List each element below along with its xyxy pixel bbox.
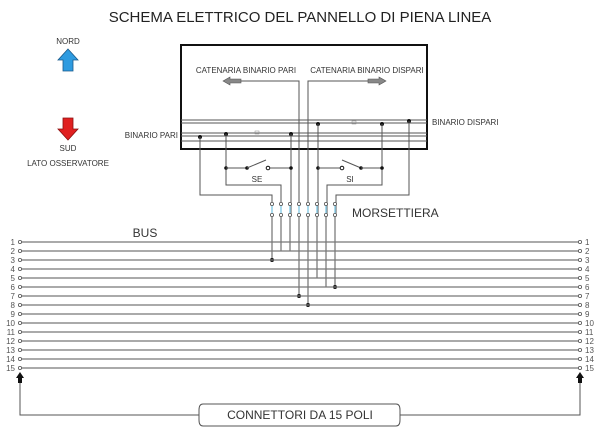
bus-terminal: [17, 284, 22, 289]
switch-si: [341, 159, 362, 169]
bus-number-left: 7: [11, 292, 16, 301]
bus-number-left: 11: [7, 328, 16, 337]
bus-label: BUS: [133, 226, 158, 240]
catenary-even-label: CATENARIA BINARIO PARI: [196, 66, 296, 75]
terminal-block: [269, 201, 337, 217]
bus-terminal: [17, 248, 22, 253]
bus-number-left: 8: [11, 301, 16, 310]
bus-number-right: 10: [585, 319, 594, 328]
bus-number-left: 1: [11, 238, 16, 247]
bus-terminal: [17, 365, 22, 370]
bus-terminal: [578, 302, 583, 307]
bus-number-right: 4: [585, 265, 590, 274]
bus-number-left: 15: [6, 364, 15, 373]
bus-terminal: [17, 266, 22, 271]
south-label: SUD: [60, 144, 77, 153]
bus-terminal: [578, 347, 583, 352]
bus-number-right: 2: [585, 247, 590, 256]
bus-number-right: 14: [585, 355, 594, 364]
bus-terminal: [17, 257, 22, 262]
bus-terminal: [578, 311, 583, 316]
switch-si-label: SI: [346, 175, 354, 184]
bus-terminal: [17, 275, 22, 280]
bus-terminal: [578, 257, 583, 262]
terminal-block-label: MORSETTIERA: [352, 206, 439, 220]
bus-number-left: 5: [11, 274, 16, 283]
bus-terminal: [17, 311, 22, 316]
bus-number-left: 3: [11, 256, 16, 265]
bus-terminal: [17, 356, 22, 361]
diagram-title: SCHEMA ELETTRICO DEL PANNELLO DI PIENA L…: [109, 9, 492, 26]
panel-box: [180, 44, 428, 150]
bus-terminal: [578, 266, 583, 271]
track-even-label: BINARIO PARI: [125, 131, 178, 140]
bus-terminal: [17, 239, 22, 244]
bus-terminal: [17, 320, 22, 325]
bus-number-right: 3: [585, 256, 590, 265]
bus-terminal: [17, 347, 22, 352]
bus-number-left: 4: [11, 265, 16, 274]
bus-terminal: [578, 248, 583, 253]
bus-number-right: 15: [585, 364, 594, 373]
catenary-odd-label: CATENARIA BINARIO DISPARI: [310, 66, 424, 75]
bus-terminal: [17, 338, 22, 343]
bus-terminal: [17, 293, 22, 298]
switch-se: [246, 159, 267, 169]
bus-number-left: 10: [6, 319, 15, 328]
bus-terminal: [578, 293, 583, 298]
connector-right-arrow-icon: [576, 372, 584, 383]
track-odd-label: BINARIO DISPARI: [432, 118, 499, 127]
connector-label-box: [198, 403, 401, 427]
connector-label: CONNETTORI DA 15 POLI: [227, 408, 373, 422]
north-label: NORD: [56, 37, 80, 46]
bus-number-left: 12: [6, 337, 15, 346]
bus-terminal: [578, 284, 583, 289]
bus-number-right: 11: [585, 328, 594, 337]
bus-number-right: 13: [585, 346, 594, 355]
bus-terminal: [578, 338, 583, 343]
bus-number-right: 12: [585, 337, 594, 346]
bus-terminal: [578, 329, 583, 334]
north-arrow-icon: [57, 48, 79, 72]
bus-number-left: 9: [11, 310, 16, 319]
bus-number-left: 2: [11, 247, 16, 256]
bus-number-left: 14: [6, 355, 15, 364]
bus-number-left: 13: [6, 346, 15, 355]
south-arrow-icon: [57, 117, 79, 141]
bus-number-right: 8: [585, 301, 590, 310]
switch-se-label: SE: [252, 175, 263, 184]
connector-left-arrow-icon: [16, 372, 24, 383]
bus-terminal: [17, 302, 22, 307]
bus-terminal: [17, 329, 22, 334]
bus-number-left: 6: [11, 283, 16, 292]
bus-number-right: 1: [585, 238, 590, 247]
bus-number-right: 5: [585, 274, 590, 283]
bus-terminal: [578, 239, 583, 244]
observer-side-label: LATO OSSERVATORE: [27, 159, 109, 168]
bus-terminal: [578, 275, 583, 280]
bus-terminal: [578, 320, 583, 325]
bus-terminal: [578, 356, 583, 361]
bus-terminal: [578, 365, 583, 370]
bus-number-right: 9: [585, 310, 590, 319]
bus-number-right: 6: [585, 283, 590, 292]
bus-number-right: 7: [585, 292, 590, 301]
